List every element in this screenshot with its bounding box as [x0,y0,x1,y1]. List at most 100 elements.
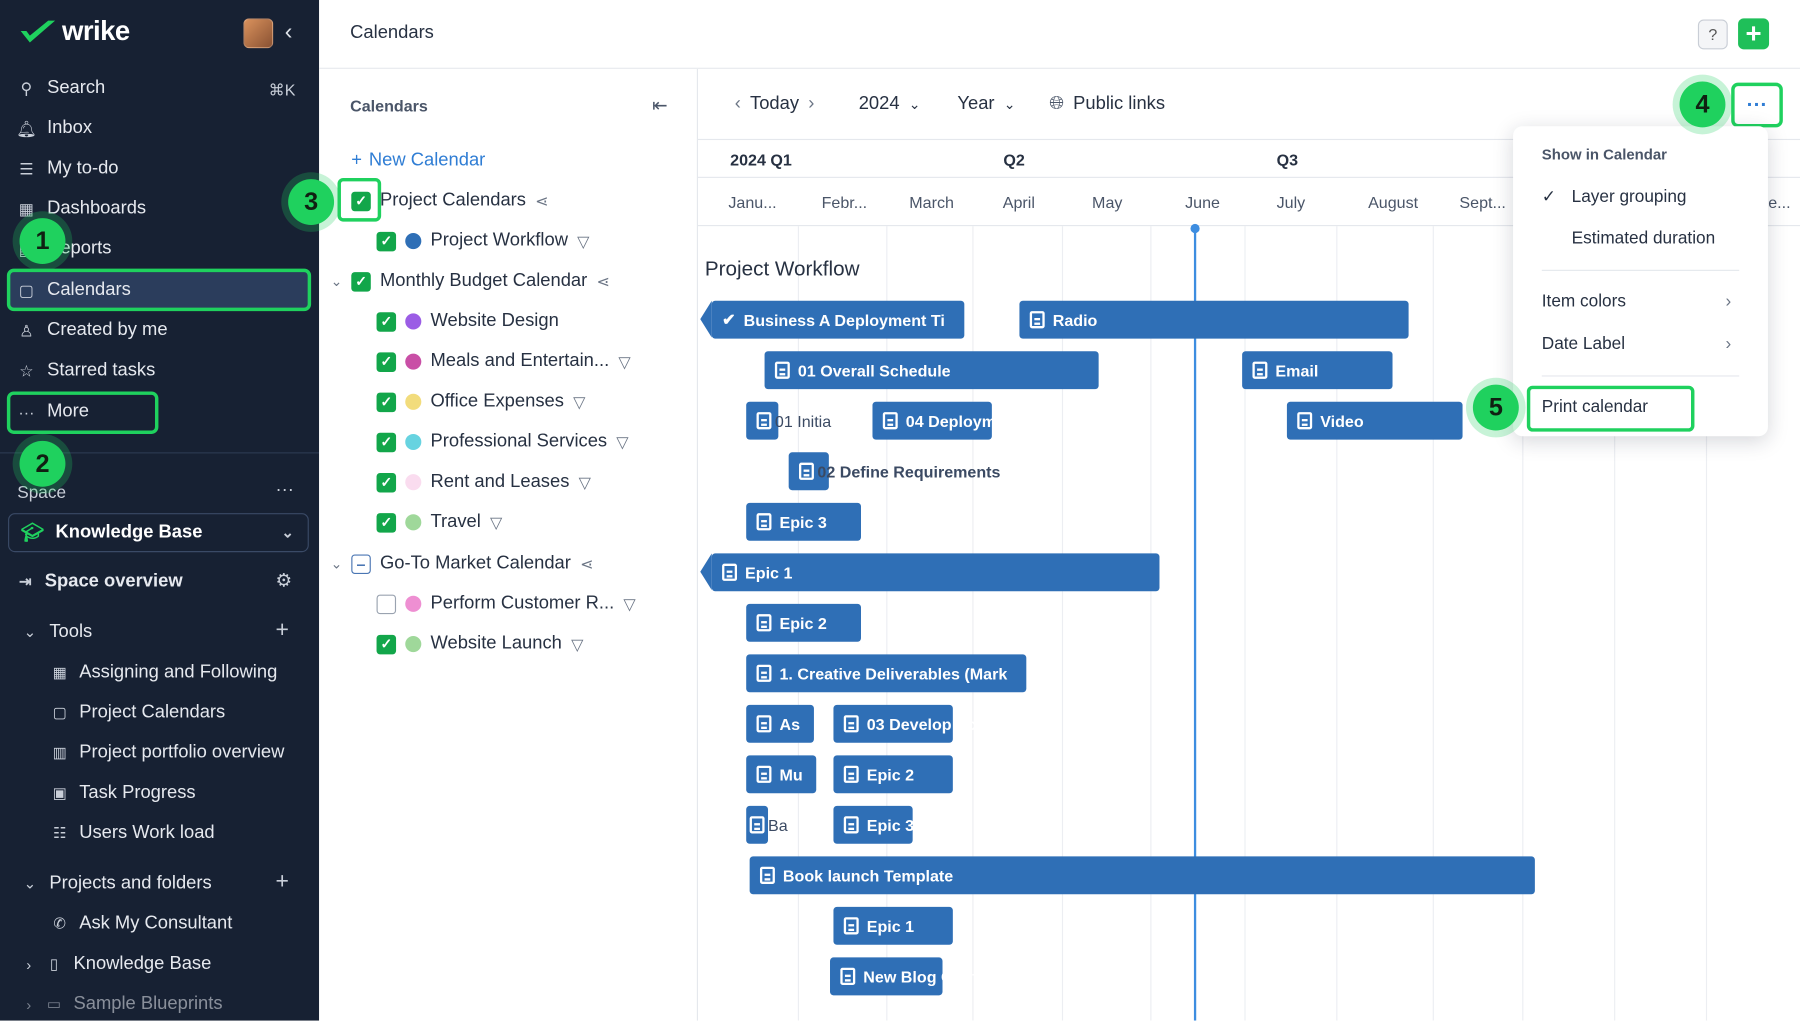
filter-icon[interactable]: ▽ [571,634,584,653]
nav-inbox[interactable]: 🔔︎Inbox [16,111,92,145]
task-bar[interactable]: Email [1242,351,1393,390]
task-bar[interactable]: Book launch Template [749,856,1535,895]
filter-icon[interactable]: ▽ [618,351,631,371]
tool-item[interactable]: ▦Assigning and Following [51,658,278,688]
checkbox-partial[interactable]: – [351,553,371,574]
task-bar[interactable]: 01 Overall Schedule [764,351,1099,390]
add-button[interactable]: + [1738,18,1770,50]
checkbox-checked[interactable]: ✓ [376,231,397,251]
calendar-item-row[interactable]: ✓Meals and Entertain...▽ [376,347,631,377]
tool-item[interactable]: ☷Users Work load [51,819,215,849]
more-options-button[interactable]: ··· [1731,82,1783,128]
today-button[interactable]: Today [750,94,800,114]
new-calendar-button[interactable]: +New Calendar [351,150,485,171]
checkbox-checked[interactable]: ✓ [376,392,397,412]
calendar-item-row[interactable]: ✓Website Launch▽ [376,629,584,659]
menu-item-item-colors[interactable]: Item colors› [1542,292,1731,312]
checkbox-checked[interactable]: ✓ [351,271,371,292]
calendar-item-row[interactable]: Perform Customer R...▽ [376,589,636,619]
calendar-item-row[interactable]: ✓ Project Workflow ▽ [376,226,590,256]
nav-calendars[interactable]: ▢Calendars [16,273,131,307]
nav-created-by-me[interactable]: ♙Created by me [16,313,167,347]
calendar-group-row[interactable]: ✓ Monthly Budget Calendar ⋖ [351,266,610,296]
task-bar[interactable]: Radio [1019,300,1409,339]
gear-icon[interactable]: ⚙ [275,571,292,592]
year-select[interactable]: 2024⌄ [859,94,921,115]
tools-section[interactable]: ⌄Tools [21,618,93,648]
view-select[interactable]: Year⌄ [957,94,1015,115]
help-button[interactable]: ? [1697,19,1728,50]
menu-item-estimated-duration[interactable]: Estimated duration [1542,228,1716,248]
task-bar[interactable]: Mu [746,755,817,794]
calendar-item-row[interactable]: ✓Professional Services▽ [376,427,629,457]
task-bar[interactable]: As [746,704,814,743]
avatar[interactable] [243,18,274,49]
share-icon[interactable]: ⋖ [596,271,610,290]
tool-item[interactable]: ▣Task Progress [51,778,196,808]
today-nav[interactable]: ‹ Today › [735,94,815,115]
calendar-group-row[interactable]: – Go-To Market Calendar ⋖ [351,549,594,579]
checkbox-checked[interactable]: ✓ [376,311,397,332]
nav-starred[interactable]: ☆Starred tasks [16,354,155,388]
project-item[interactable]: ›▯Knowledge Base [23,949,211,979]
space-options-icon[interactable]: ··· [275,479,294,500]
filter-icon[interactable]: ▽ [573,392,586,411]
nav-more[interactable]: ···More [16,395,89,429]
projects-section[interactable]: ⌄Projects and folders [21,869,212,899]
task-bar[interactable]: ✔Business A Deployment Ti [700,300,965,339]
share-icon[interactable]: ⋖ [535,191,549,210]
task-bar[interactable]: 01 Initia [746,401,831,440]
chevron-down-icon[interactable]: ⌄ [330,273,343,290]
task-bar[interactable]: New Blog Content Project [830,957,1061,996]
project-item[interactable]: ›▭Sample Blueprints [23,990,223,1020]
add-tool-icon[interactable]: + [275,617,289,643]
calendar-item-row[interactable]: ✓Rent and Leases▽ [376,467,591,497]
filter-icon[interactable]: ▽ [577,231,590,250]
filter-icon[interactable]: ▽ [490,512,503,531]
checkbox-checked[interactable]: ✓ [376,512,397,533]
checkbox-checked[interactable]: ✓ [376,634,397,654]
task-bar[interactable]: Ba [746,805,788,844]
calendar-item-row[interactable]: ✓Office Expenses▽ [376,387,586,417]
checkbox-checked[interactable]: ✓ [351,191,371,211]
task-bar[interactable]: 02 Define Requirements [788,452,1000,491]
filter-icon[interactable]: ▽ [616,432,629,451]
project-item[interactable]: ✆Ask My Consultant [51,909,232,939]
tool-item[interactable]: ▥Project portfolio overview [51,738,285,768]
task-bar[interactable]: 03 Develop Solution [833,704,1020,743]
public-links-button[interactable]: 🌐︎Public links [1049,94,1165,115]
menu-item-layer-grouping[interactable]: ✓Layer grouping [1542,186,1687,207]
collapse-sidebar-icon[interactable]: ‹ [284,19,293,45]
space-overview[interactable]: ⇥Space overview [16,567,183,597]
filter-icon[interactable]: ▽ [578,472,591,491]
nav-dashboards[interactable]: ▦Dashboards [16,192,146,226]
task-bar[interactable]: Epic 2 [833,755,953,794]
space-select[interactable]: 🎓︎ Knowledge Base ⌄ [8,513,309,553]
calendar-item-row[interactable]: ✓Website Design [376,307,559,337]
task-bar[interactable]: 1. Creative Deliverables (Mark [746,654,1027,693]
menu-item-date-label[interactable]: Date Label› [1542,334,1731,354]
task-bar[interactable]: 04 Deployment [872,401,1020,440]
checkbox-checked[interactable]: ✓ [376,432,397,452]
collapse-panel-icon[interactable]: ⇤ [652,96,668,116]
nav-my-todo[interactable]: ☰My to-do [16,152,118,186]
task-bar[interactable]: Epic 2 [746,603,861,642]
task-bar[interactable]: Video [1286,401,1463,440]
checkbox-unchecked[interactable] [376,594,397,614]
chevron-right-icon[interactable]: › [808,94,815,114]
menu-item-print-calendar[interactable]: Print calendar [1542,397,1648,417]
task-bar[interactable]: Epic 3 [833,805,914,844]
task-bar[interactable]: Epic 1 [833,906,953,945]
checkbox-checked[interactable]: ✓ [376,351,397,372]
chevron-left-icon[interactable]: ‹ [734,94,741,114]
wrike-logo[interactable]: wrike [18,16,130,48]
checkbox-checked[interactable]: ✓ [376,472,397,492]
share-icon[interactable]: ⋖ [580,553,594,573]
tool-item[interactable]: ▢Project Calendars [51,698,226,728]
nav-search[interactable]: ⚲ Search [16,71,106,105]
add-project-icon[interactable]: + [275,869,289,895]
task-bar[interactable]: Epic 1 [700,553,1160,592]
chevron-down-icon[interactable]: ⌄ [330,555,343,572]
calendar-item-row[interactable]: ✓Travel▽ [376,507,503,537]
filter-icon[interactable]: ▽ [623,594,636,613]
